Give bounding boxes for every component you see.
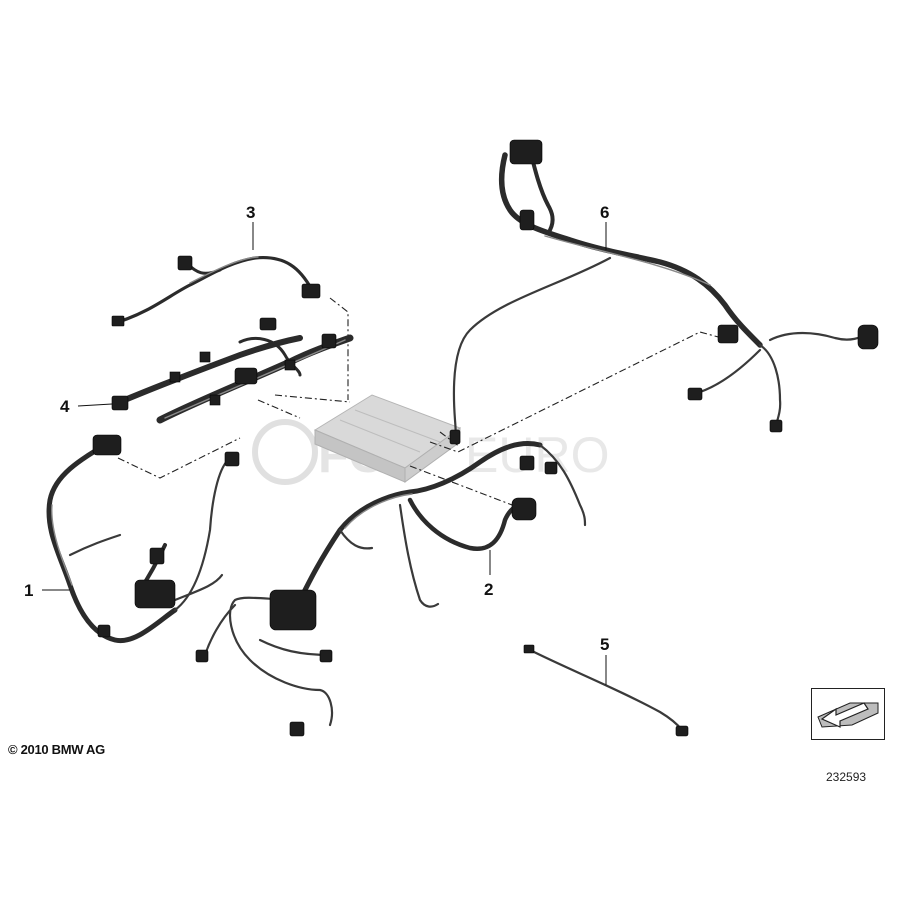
leader-lines [42,222,607,685]
wiring-lead-5 [523,644,689,737]
callout-6: 6 [600,203,609,222]
orientation-arrow-icon [817,702,879,728]
callout-4: 4 [60,397,70,416]
wiring-harness-1 [46,434,240,644]
connection-lines [117,297,723,509]
diagram-number: 232593 [826,770,867,784]
wiring-harness-6 [449,139,879,445]
callout-5: 5 [600,635,609,654]
wiring-harness-4 [111,317,354,424]
wiring-harness-3 [111,255,321,327]
orientation-arrow-box [811,688,885,740]
copyright-notice: © 2010 BMW AG [8,742,105,757]
callout-2: 2 [484,580,493,599]
engine-control-unit [313,394,462,483]
callout-1: 1 [24,581,33,600]
callout-3: 3 [246,203,255,222]
wiring-harness-2 [195,441,587,737]
